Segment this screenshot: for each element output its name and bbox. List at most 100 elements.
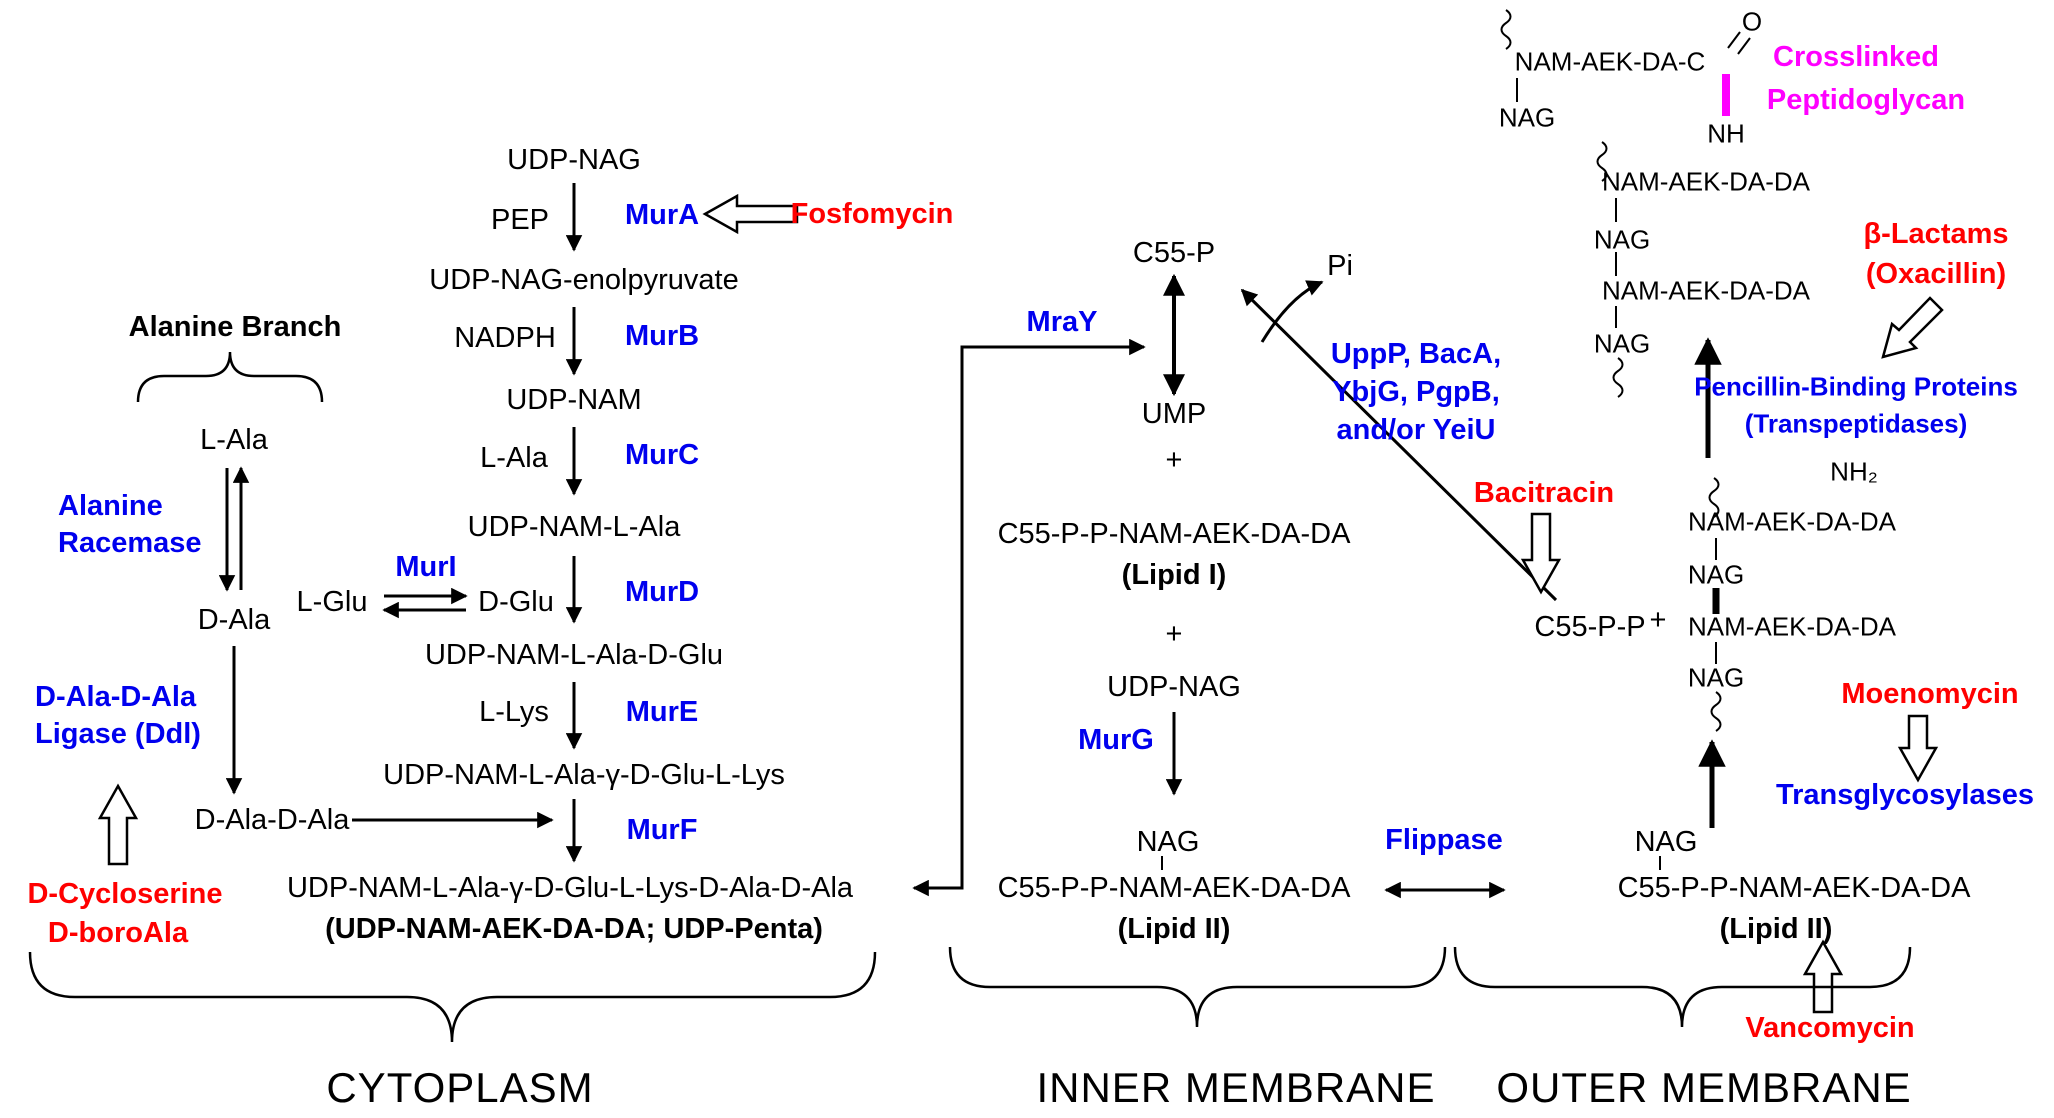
label-vancomycin: Vancomycin [1745, 1011, 1915, 1044]
label-l-ala-branch: L-Ala [200, 423, 268, 456]
label-udp-penta-alt: (UDP-NAM-AEK-DA-DA; UDP-Penta) [325, 912, 823, 945]
label-outer-membrane: OUTER MEMBRANE [1496, 1063, 1912, 1111]
label-lipid2-outer: C55-P-P-NAM-AEK-DA-DA [1617, 871, 1971, 904]
label-nag-outer: NAG [1634, 825, 1698, 858]
label-plus-2: + [1165, 617, 1183, 650]
glycan-bonds [1161, 9, 1751, 870]
label-inner-membrane: INNER MEMBRANE [1036, 1063, 1436, 1111]
label-murd: MurD [624, 575, 700, 608]
label-nag-inner: NAG [1136, 825, 1200, 858]
alanine-branch-brace [136, 351, 324, 403]
cytoplasm-brace [28, 951, 877, 1043]
moenomycin-arrow [1897, 714, 1939, 783]
label-ddl-1: D-Ala-D-Ala [35, 680, 197, 713]
label-nh2: NH₂ [1830, 456, 1878, 487]
label-beta-lactams: β-Lactams [1863, 217, 2009, 250]
label-ump: UMP [1141, 397, 1207, 430]
label-mura: MurA [624, 198, 700, 231]
chain-squiggle [1708, 477, 1720, 518]
label-ddl-2: Ligase (Ddl) [35, 717, 201, 750]
label-d-ala-d-ala: D-Ala-D-Ala [194, 803, 350, 836]
fosfomycin-arrow [702, 193, 799, 235]
cytoplasm-reaction-arrows [218, 183, 1146, 897]
label-murg: MurG [1078, 723, 1154, 756]
label-fosfomycin: Fosfomycin [790, 197, 954, 230]
label-l-lys: L-Lys [479, 695, 549, 728]
label-udp-nam-l-ala: UDP-NAM-L-Ala [467, 510, 681, 543]
label-plus-1: + [1165, 443, 1183, 476]
inner-membrane-brace [948, 946, 1447, 1028]
label-l-ala: L-Ala [480, 441, 548, 474]
vancomycin-arrow [1802, 939, 1844, 1014]
label-uppp-3: and/or YeiU [1336, 413, 1496, 446]
label-udp-tripeptide: UDP-NAM-L-Ala-γ-D-Glu-L-Lys [383, 758, 785, 791]
label-crosslink-nam3: NAM-AEK-DA-DA [1601, 275, 1811, 306]
label-lipid2-inner-name: (Lipid II) [1117, 912, 1231, 945]
label-udp-nam-dipeptide: UDP-NAM-L-Ala-D-Glu [424, 638, 724, 671]
label-alanine-racemase-1: Alanine [58, 489, 163, 522]
label-outer-nag2: NAG [1687, 662, 1745, 693]
inhibitor-arrows [97, 193, 1944, 1014]
label-udp-nam: UDP-NAM [506, 383, 642, 416]
chain-squiggle [1710, 691, 1722, 732]
label-udp-nag-enolpyruvate: UDP-NAG-enolpyruvate [429, 263, 739, 296]
label-d-boroala: D-boroAla [47, 916, 189, 949]
carbonyl-double-bond [1737, 37, 1751, 55]
chain-squiggle [1612, 357, 1624, 398]
label-murc: MurC [624, 438, 700, 471]
label-outer-nam2: NAM-AEK-DA-DA [1687, 611, 1897, 642]
chain-squiggle [1500, 9, 1512, 50]
bacitracin-arrow [1520, 512, 1562, 595]
label-pbp-2: (Transpeptidases) [1744, 408, 1968, 439]
label-d-cycloserine: D-Cycloserine [27, 877, 223, 910]
label-muri: MurI [395, 550, 457, 583]
label-crosslink-nag3: NAG [1593, 328, 1651, 359]
label-d-ala: D-Ala [197, 603, 271, 636]
label-crosslink-nag1: NAG [1498, 102, 1556, 133]
label-flippase: Flippase [1385, 823, 1503, 856]
braces [28, 351, 1912, 1043]
label-moenomycin: Moenomycin [1841, 677, 2019, 710]
pi-release-arrow [1260, 280, 1324, 343]
label-l-glu: L-Glu [296, 585, 368, 618]
label-c55-p: C55-P [1132, 236, 1216, 269]
label-udp-nag-top: UDP-NAG [507, 143, 641, 176]
label-alanine-branch-title: Alanine Branch [128, 310, 342, 343]
label-uppp-1: UppP, BacA, [1330, 337, 1502, 370]
label-c55-pp: C55-P-P [1534, 610, 1646, 643]
label-d-glu: D-Glu [478, 585, 554, 618]
label-carbonyl-o: O [1741, 6, 1763, 37]
label-pep: PEP [490, 203, 550, 236]
dcycloserine-arrow [97, 783, 139, 866]
label-pbp-1: Pencillin-Binding Proteins [1694, 371, 2018, 402]
label-murb: MurB [624, 319, 700, 352]
label-crosslinked-1: Crosslinked [1773, 40, 1939, 73]
label-mure: MurE [625, 695, 699, 728]
label-lipid2-outer-name: (Lipid II) [1719, 912, 1833, 945]
label-lipid1: C55-P-P-NAM-AEK-DA-DA [997, 517, 1351, 550]
outer-membrane-brace [1453, 946, 1912, 1028]
label-pi: Pi [1327, 249, 1353, 282]
label-lipid1-name: (Lipid I) [1121, 558, 1227, 591]
label-crosslink-nam2: NAM-AEK-DA-DA [1601, 166, 1811, 197]
label-cytoplasm: CYTOPLASM [326, 1063, 594, 1111]
label-alanine-racemase-2: Racemase [58, 526, 202, 559]
c55pp-recycle-arrow [1240, 288, 1558, 602]
label-udp-nag-mid: UDP-NAG [1107, 670, 1241, 703]
label-crosslink-nag2: NAG [1593, 224, 1651, 255]
label-transglycosylases: Transglycosylases [1776, 778, 2034, 811]
mray-connector [912, 338, 1146, 897]
label-crosslinked-2: Peptidoglycan [1766, 83, 1966, 116]
label-lipid2-inner: C55-P-P-NAM-AEK-DA-DA [997, 871, 1351, 904]
membrane-reaction-arrows [1163, 273, 1726, 899]
label-plus-3: + [1649, 603, 1667, 636]
label-murf: MurF [626, 813, 698, 846]
carbonyl-double-bond [1727, 31, 1741, 49]
label-udp-pentapeptide: UDP-NAM-L-Ala-γ-D-Glu-L-Lys-D-Ala-D-Ala [286, 871, 854, 904]
label-nadph: NADPH [454, 321, 556, 354]
label-uppp-2: YbjG, PgpB, [1332, 375, 1500, 408]
label-outer-nam1: NAM-AEK-DA-DA [1687, 506, 1897, 537]
label-crosslink-nam-row: NAM-AEK-DA-C [1514, 46, 1706, 77]
